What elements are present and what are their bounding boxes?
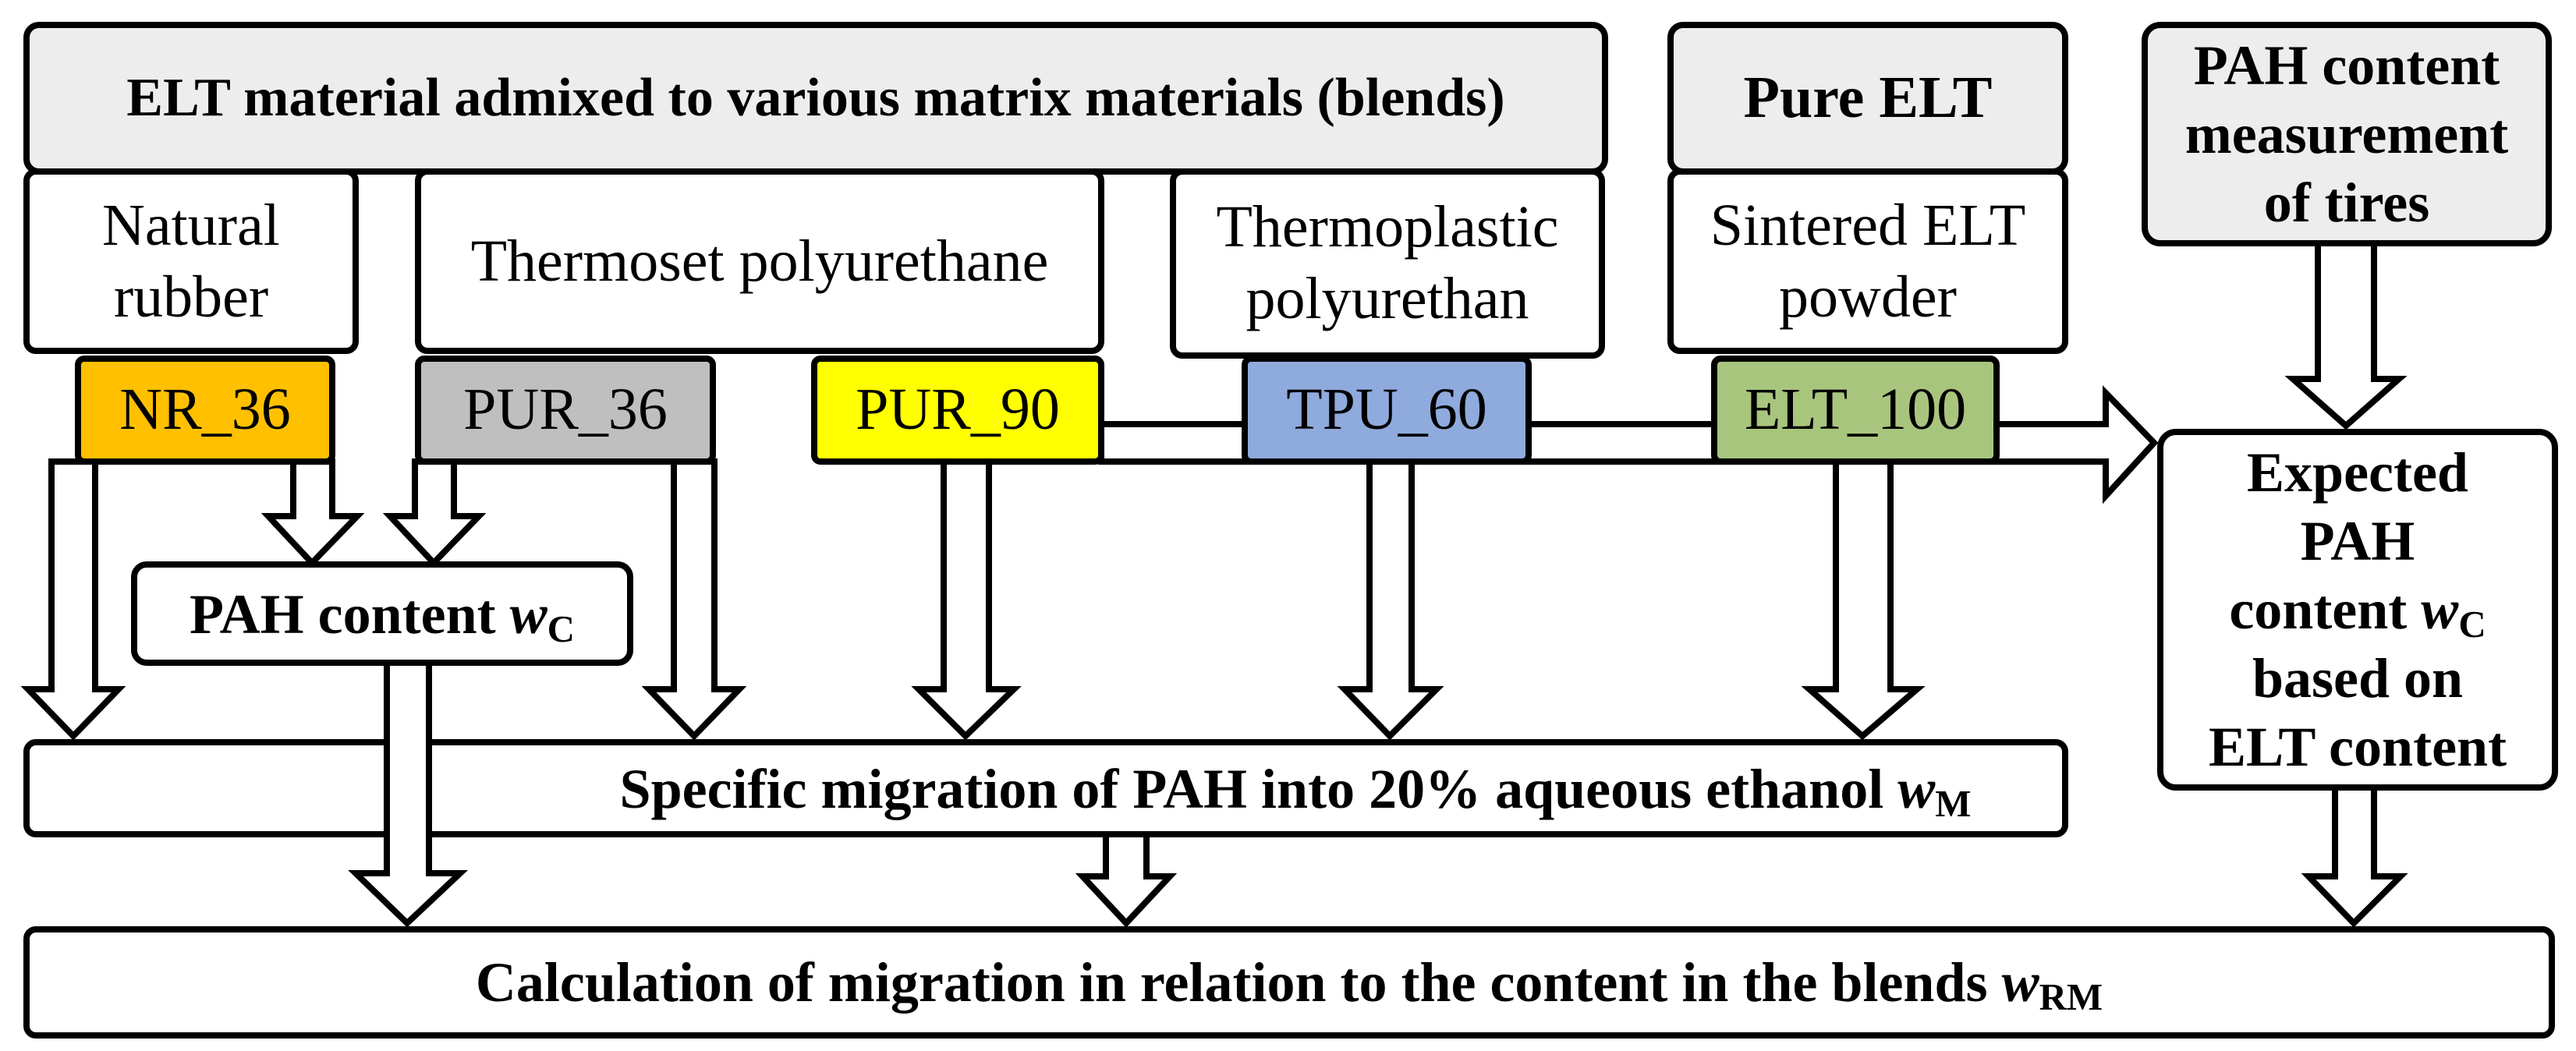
arrow-nr36-to-migration-bar	[20, 458, 126, 741]
pah-content-text: PAH content	[190, 582, 510, 645]
expected-line1: Expected	[2247, 441, 2468, 504]
matrix-box-natural-rubber: Natural rubber	[23, 168, 359, 354]
sample-box-pur90: PUR_90	[811, 356, 1104, 465]
migration-bar: Specific migration of PAH into 20% aqueo…	[23, 739, 2068, 837]
tires-line2: measurement	[2184, 103, 2509, 165]
expected-line5: ELT content	[2208, 716, 2507, 778]
thermoplastic-label: Thermoplastic polyurethan	[1216, 195, 1559, 332]
thermoset-label: Thermoset polyurethane	[470, 228, 1049, 294]
tires-measurement-box: PAH content measurement of tires	[2142, 22, 2552, 246]
sample-box-elt100: ELT_100	[1711, 356, 2000, 465]
sample-box-nr36: NR_36	[75, 356, 335, 465]
calculation-bar-sub: RM	[2039, 976, 2103, 1019]
tpu60-label: TPU_60	[1286, 377, 1487, 443]
migration-bar-text: Specific migration of PAH into 20% aqueo…	[619, 757, 1898, 819]
tires-measurement-label: PAH content measurement of tires	[2185, 31, 2509, 237]
header-box-elt-blends: ELT material admixed to various matrix m…	[23, 22, 1608, 175]
tires-line1: PAH content	[2193, 34, 2500, 97]
pah-content-label: PAH content wC	[190, 581, 575, 648]
calculation-bar-label: Calculation of migration in relation to …	[475, 950, 2103, 1017]
calculation-bar: Calculation of migration in relation to …	[23, 926, 2555, 1039]
arrow-pur90-to-migration-bar	[911, 458, 1022, 741]
matrix-box-thermoset-polyurethane: Thermoset polyurethane	[415, 168, 1104, 354]
nr36-label: NR_36	[119, 377, 291, 443]
header-label: ELT material admixed to various matrix m…	[126, 67, 1505, 128]
expected-line2: PAH	[2300, 510, 2415, 572]
calculation-bar-var: w	[2001, 951, 2039, 1014]
pure-elt-box: Pure ELT	[1667, 22, 2068, 175]
arrow-nr36-to-pah-content	[260, 458, 365, 568]
expected-label: Expected PAH content wC based on ELT con…	[2209, 438, 2507, 781]
sintered-elt-label: Sintered ELT powder	[1710, 193, 2026, 330]
pur36-label: PUR_36	[463, 377, 668, 443]
expected-line3: content wC	[2209, 575, 2507, 644]
expected-sub: C	[2458, 603, 2486, 646]
expected-pah-content-box: Expected PAH content wC based on ELT con…	[2157, 429, 2558, 791]
migration-bar-var: w	[1897, 757, 1936, 819]
pure-elt-label: Pure ELT	[1743, 65, 1993, 131]
sample-box-tpu60: TPU_60	[1242, 356, 1532, 465]
migration-bar-sub: M	[1935, 782, 1972, 825]
pur90-label: PUR_90	[856, 377, 1060, 443]
arrow-tpu60-to-migration-bar	[1337, 458, 1444, 741]
sample-box-pur36: PUR_36	[415, 356, 716, 465]
arrow-migration-bar-to-calculation-bar	[1075, 831, 1178, 928]
natural-rubber-label: Natural rubber	[102, 193, 280, 330]
pah-content-box: PAH content wC	[131, 561, 633, 666]
arrow-expected-to-calculation-bar	[2301, 784, 2408, 928]
calculation-bar-text: Calculation of migration in relation to …	[475, 951, 2002, 1014]
arrow-elt100-to-migration-bar	[1801, 458, 1926, 741]
expected-line4: based on	[2252, 647, 2464, 710]
sintered-elt-powder-box: Sintered ELT powder	[1667, 168, 2068, 354]
pah-content-sub: C	[547, 607, 575, 650]
tires-line3: of tires	[2263, 172, 2430, 234]
arrow-tires-to-expected-box	[2284, 240, 2408, 430]
arrow-pur36-to-migration-bar	[641, 458, 747, 741]
elt100-label: ELT_100	[1744, 377, 1967, 443]
arrow-pur36-to-pah-content	[382, 458, 487, 568]
matrix-box-thermoplastic-polyurethan: Thermoplastic polyurethan	[1170, 168, 1605, 359]
migration-bar-label: Specific migration of PAH into 20% aqueo…	[619, 756, 1972, 823]
expected-line3-text: content	[2229, 579, 2422, 641]
expected-var: w	[2421, 579, 2459, 641]
pah-content-var: w	[509, 582, 547, 645]
